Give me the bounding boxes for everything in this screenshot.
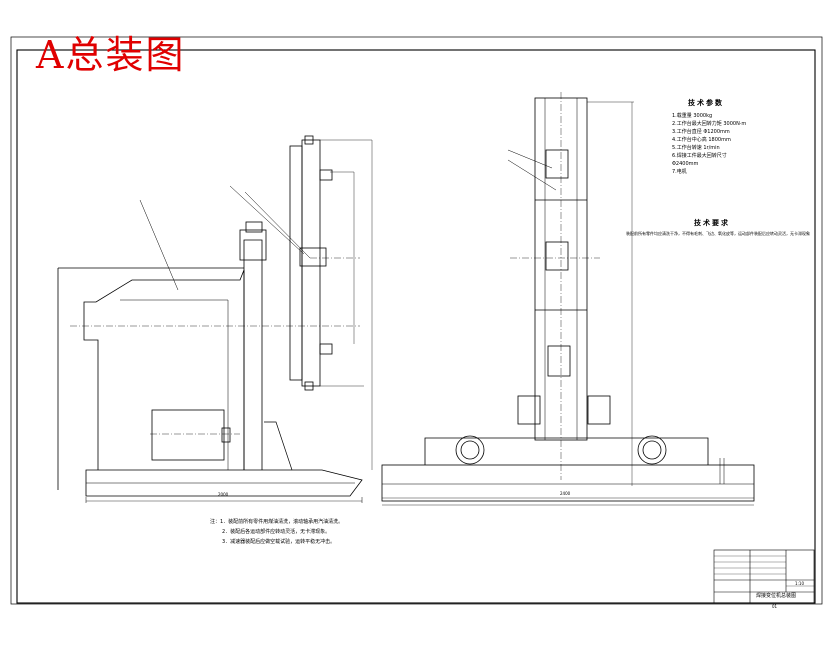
tech-param-item: 5.工作台转速 1r/min <box>672 145 720 151</box>
tech-param-item: 7.电机 <box>672 169 687 175</box>
wheel-right <box>637 435 667 465</box>
tech-param-item: 6.焊接工件最大回转尺寸 <box>672 153 727 159</box>
left-dimension-label: 2000 <box>218 492 229 497</box>
note-line: 3．减速器装配后应做空载试验，运转平稳无冲击。 <box>222 539 336 545</box>
base-plate <box>85 469 363 497</box>
note-line: 2．装配后各运动部件应转动灵活，无卡滞现象。 <box>222 529 331 535</box>
base-beam <box>381 464 755 502</box>
inner-frame <box>16 49 816 604</box>
tech-params-heading: 技术参数 <box>688 99 724 107</box>
gearbox <box>239 229 267 261</box>
tech-req-text: 装配前所有零件均应清洗干净，不得有毛刺、飞边、氧化皮等，运动部件装配后应转动灵活… <box>626 231 810 236</box>
motor <box>151 409 225 461</box>
tech-param-item: Φ2400mm <box>672 161 699 167</box>
note-line: 注：1．装配前所有零件用煤油清洗，滚动轴承用汽油清洗。 <box>210 519 344 525</box>
drawing-name: 焊接变位机总装图 <box>756 593 797 599</box>
right-dimension-label: 2400 <box>560 491 571 496</box>
sheet-number: 01 <box>772 604 778 609</box>
upright <box>243 239 263 470</box>
tech-param-item: 1.载重量 3000kg <box>672 113 713 119</box>
wheel-left <box>455 435 485 465</box>
frame-body <box>83 269 245 470</box>
tech-param-item: 2.工作台最大回转力矩 3000N·m <box>672 121 747 127</box>
right-view <box>381 92 755 506</box>
left-view <box>57 135 373 503</box>
tech-param-item: 3.工作台直径 Φ1200mm <box>672 129 730 135</box>
title-block-grid <box>713 549 815 604</box>
outer-frame <box>10 36 823 605</box>
tech-req-heading: 技术要求 <box>694 219 730 227</box>
scale-label: 1:10 <box>795 581 804 586</box>
drawing-title: A总装图 <box>36 33 186 77</box>
tech-param-item: 4.工作台中心高 1800mm <box>672 137 731 143</box>
